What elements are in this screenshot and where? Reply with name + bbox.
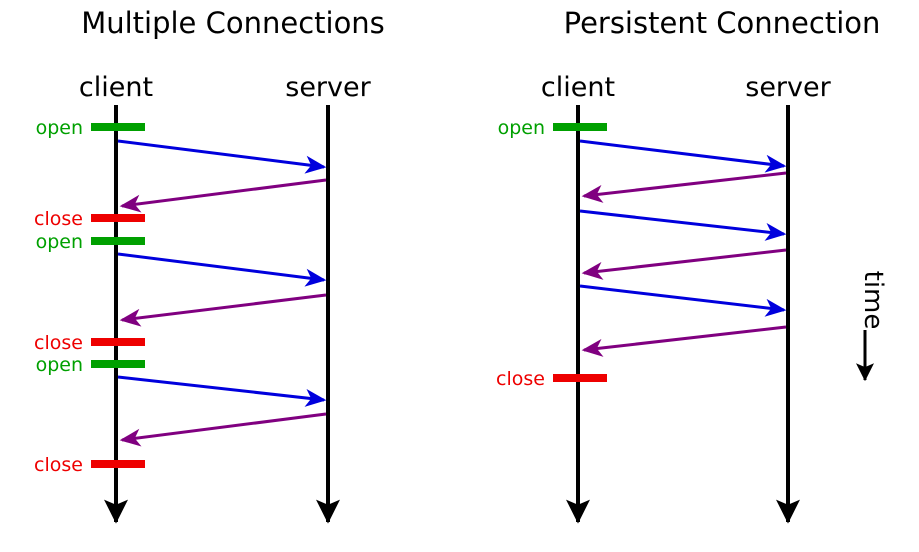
panel-title-persistent-connection: Persistent Connection (564, 6, 881, 40)
marker-label-close: close (34, 208, 83, 230)
message-request (579, 284, 787, 317)
panel-persistent-connection: Persistent Connection client server open… (496, 6, 881, 524)
message-request (579, 209, 787, 241)
lifeline-label-server-left: server (285, 72, 371, 103)
message-response (119, 293, 327, 327)
message-response (581, 248, 787, 280)
marker-label-open: open (36, 354, 83, 376)
marker-label-open: open (498, 117, 545, 139)
marker-label-close: close (34, 454, 83, 476)
message-response (119, 412, 327, 447)
marker-label-open: open (36, 117, 83, 139)
message-request (117, 252, 327, 287)
lifeline-label-client-left: client (79, 72, 153, 103)
panel-multiple-connections: Multiple Connections client server open … (34, 6, 385, 524)
panel-title-multiple-connections: Multiple Connections (81, 6, 385, 40)
message-request (117, 375, 327, 407)
time-axis: time (856, 271, 888, 382)
message-response (581, 171, 787, 203)
message-response (119, 178, 327, 213)
marker-label-close: close (34, 332, 83, 354)
marker-label-close: close (496, 368, 545, 390)
lifeline-label-client-right: client (541, 72, 615, 103)
message-request (117, 139, 327, 174)
time-axis-label: time (858, 271, 888, 330)
marker-label-open: open (36, 231, 83, 253)
lifeline-label-server-right: server (745, 72, 831, 103)
message-response (581, 325, 787, 357)
message-request (579, 139, 787, 173)
